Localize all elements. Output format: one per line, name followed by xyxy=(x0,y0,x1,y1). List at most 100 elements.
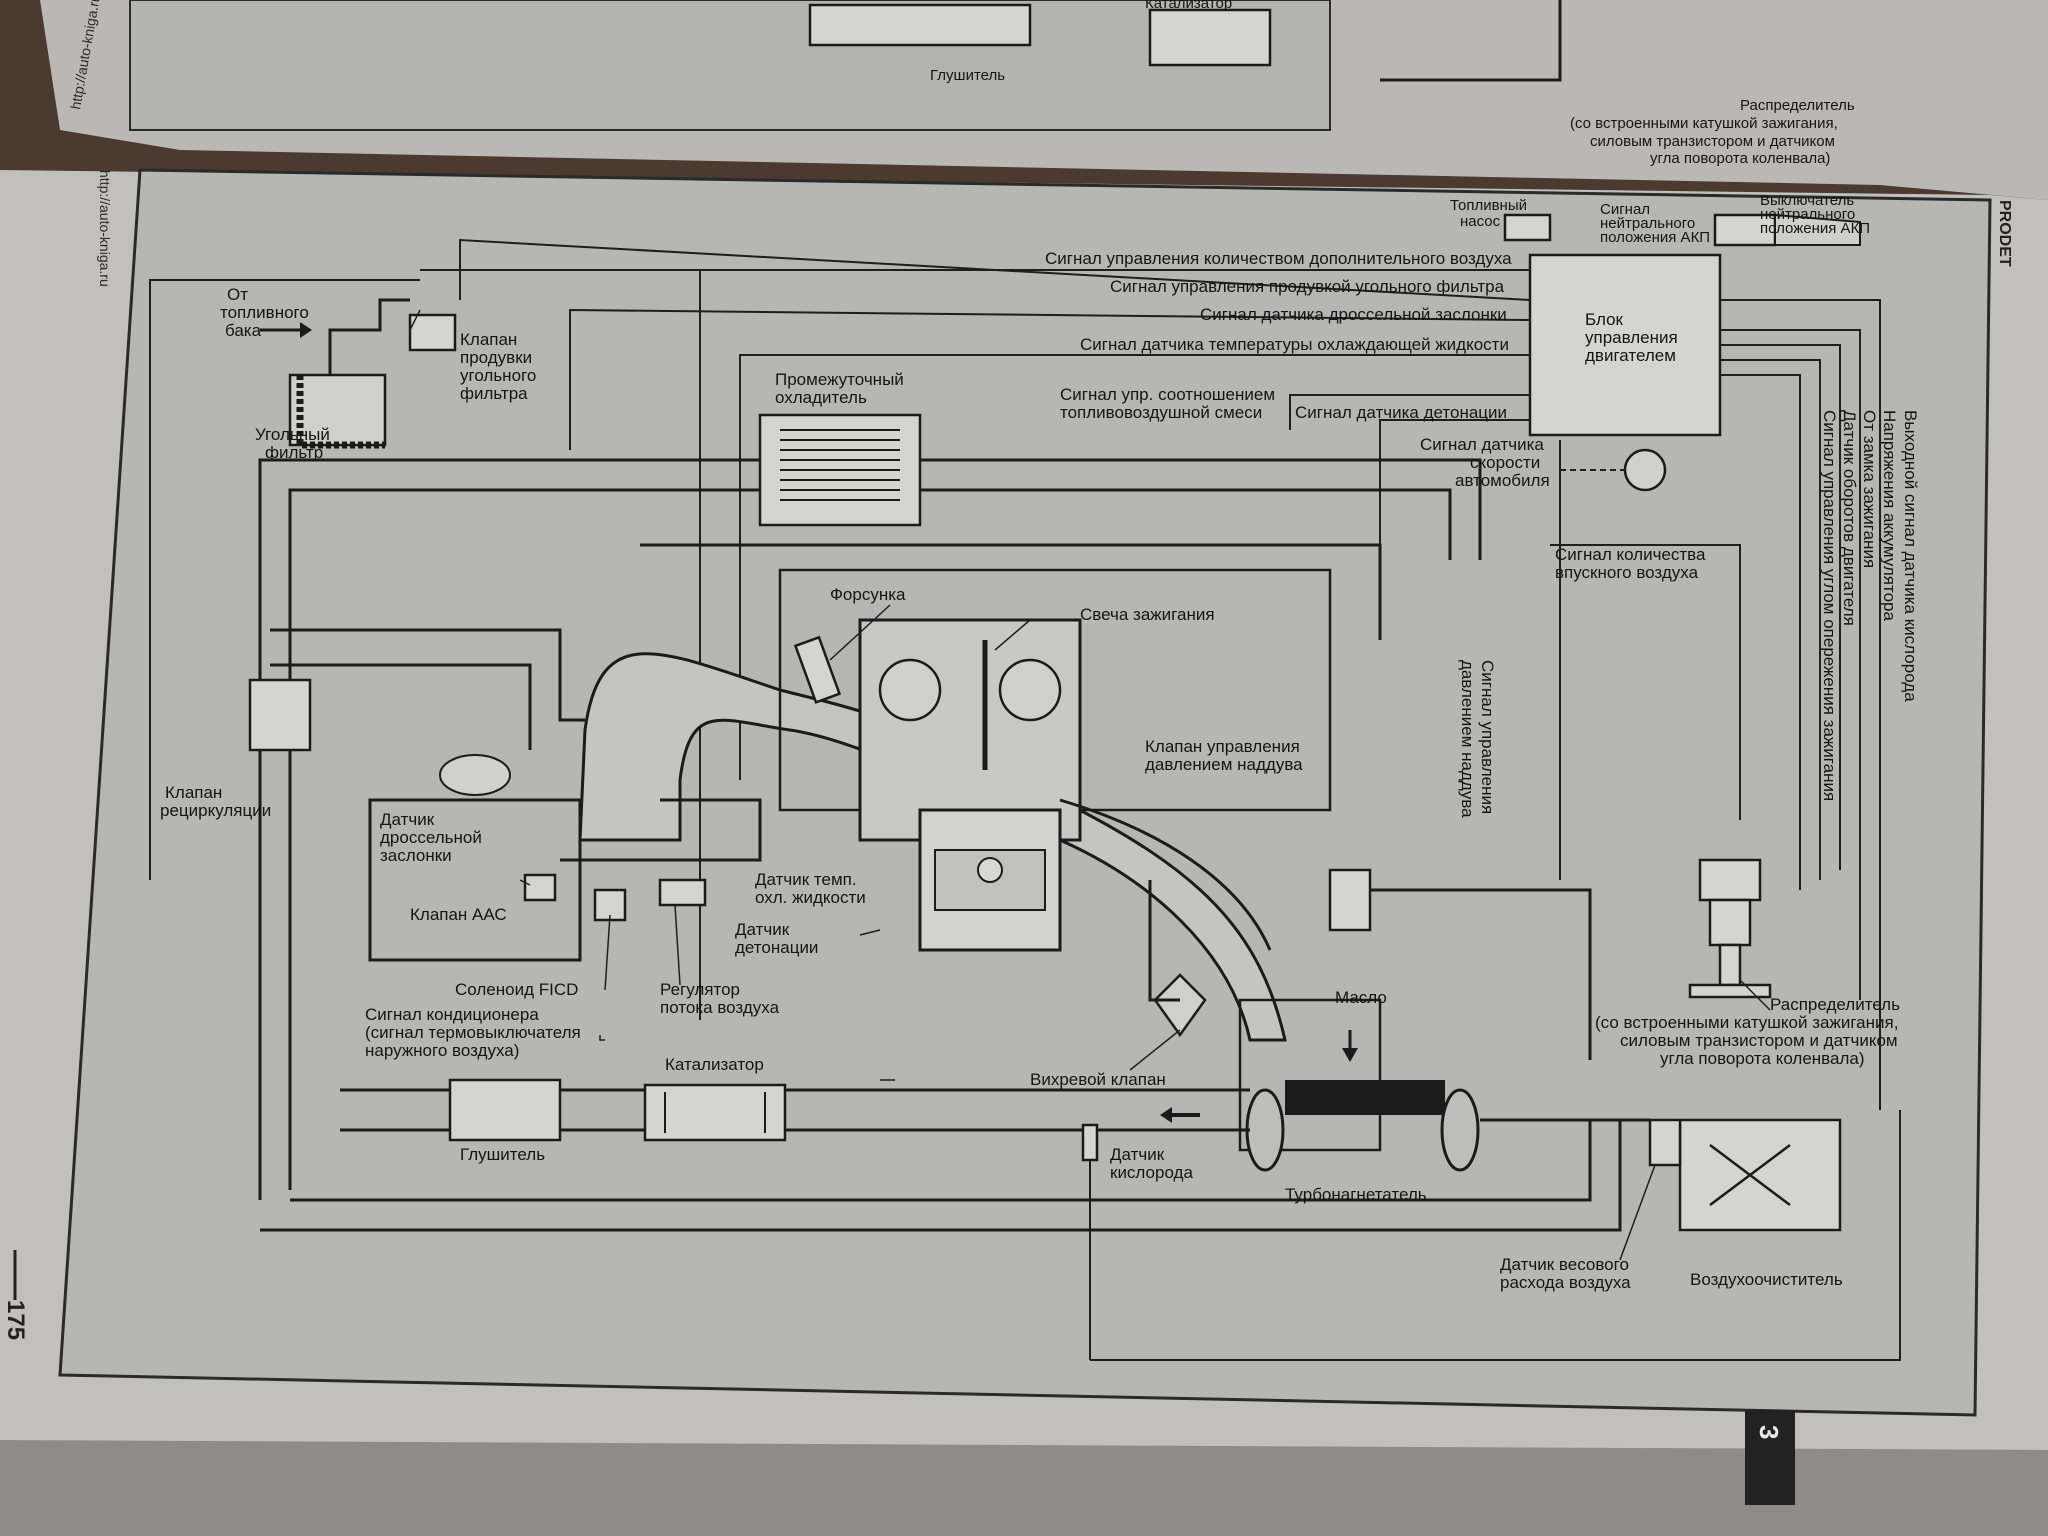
label-neutral-switch-1: Выключатель xyxy=(1760,192,1854,209)
label-boost-valve-2: давлением наддува xyxy=(1145,755,1303,774)
label-from-tank-3: бака xyxy=(225,321,262,340)
label-ecu-1: Блок xyxy=(1585,310,1624,329)
label-neutral-signal-3: положения АКП xyxy=(1600,229,1710,246)
muffler xyxy=(448,1078,562,1142)
fuel-pump xyxy=(1503,213,1552,242)
prev-distributor-note-3: угла поворота коленвала) xyxy=(1650,150,1830,167)
label-sig-aux-air: Сигнал управления количеством дополнител… xyxy=(1045,249,1512,268)
engine xyxy=(778,568,1332,952)
label-sig-mixture-2: топливовоздушной смеси xyxy=(1060,403,1262,422)
wire-rpm xyxy=(1720,359,1821,880)
label-turbo: Турбонагнетатель xyxy=(1285,1185,1427,1204)
label-oil: Масло xyxy=(1335,988,1387,1007)
swirl-pipe xyxy=(1148,880,1180,1002)
page-url: http://auto-kniga.ru xyxy=(97,170,113,287)
wire-battery xyxy=(1720,329,1861,1000)
label-sig-knock: Сигнал датчика детонации xyxy=(1295,403,1507,422)
label-sig-speed-1: Сигнал датчика xyxy=(1420,435,1544,454)
turbo-shaft xyxy=(1285,1080,1445,1115)
label-leaders xyxy=(409,309,1771,1261)
prev-page-diagram: Катализатор Глушитель Распределитель (со… xyxy=(67,0,1855,167)
diagram-labels: От топливного бака Клапан продувки уголь… xyxy=(160,192,1920,1292)
air-cleaner xyxy=(1678,1118,1842,1232)
maf-sensor xyxy=(1648,1118,1682,1167)
page-number: 175 xyxy=(2,1300,29,1340)
label-oxygen-sensor-2: кислорода xyxy=(1110,1163,1193,1182)
exhaust-line xyxy=(340,1078,1250,1142)
prev-distributor-label: Распределитель xyxy=(1740,97,1855,114)
label-oxygen-sensor-1: Датчик xyxy=(1110,1145,1165,1164)
label-maf-2: расхода воздуха xyxy=(1500,1273,1631,1292)
label-coolant-sensor-2: охл. жидкости xyxy=(755,888,866,907)
label-purge-valve-2: продувки xyxy=(460,348,532,367)
label-recirc-valve-1: Клапан xyxy=(165,783,222,802)
label-neutral-switch-2: нейтрального xyxy=(1760,206,1855,223)
label-purge-valve-3: угольного xyxy=(460,366,536,385)
label-ac-signal-3: наружного воздуха) xyxy=(365,1041,519,1060)
prev-distributor-note-1: (со встроенными катушкой зажигания, xyxy=(1570,115,1838,132)
prev-distributor-note-2: силовым транзистором и датчиком xyxy=(1590,133,1835,150)
label-aac-valve: Клапан ААС xyxy=(410,905,507,924)
ecu-signal-wires xyxy=(149,238,1901,1361)
prev-muffler-body xyxy=(808,3,1032,47)
label-air-regulator-2: потока воздуха xyxy=(660,998,780,1017)
label-swirl-valve: Вихревой клапан xyxy=(1030,1070,1166,1089)
label-distributor-note-2: силовым транзистором и датчиком xyxy=(1620,1031,1898,1050)
label-v-battery: Напряжения аккумулятора xyxy=(1880,410,1899,622)
throttle-housing xyxy=(368,798,582,962)
label-from-tank-2: топливного xyxy=(220,303,309,322)
label-knock-sensor-2: детонации xyxy=(735,938,818,957)
label-neutral-signal-2: нейтрального xyxy=(1600,215,1695,232)
label-knock-sensor-1: Датчик xyxy=(735,920,790,939)
wire-ignition-lock xyxy=(1720,344,1841,870)
intake-manifold xyxy=(578,652,1287,1042)
label-carbon-filter-2: фильтр xyxy=(265,443,323,462)
prev-catalyst-label: Катализатор xyxy=(1145,0,1232,12)
label-v-timing: Сигнал управления углом опережения зажиг… xyxy=(1820,410,1839,801)
label-ac-signal-2: (сигнал термовыключателя xyxy=(365,1023,581,1042)
turbo-compressor xyxy=(1440,1088,1480,1172)
label-ecu-3: двигателем xyxy=(1585,346,1676,365)
catalyst xyxy=(643,1083,787,1142)
distributor xyxy=(1688,858,1772,999)
wire-mixture xyxy=(1289,394,1530,430)
label-tps-1: Датчик xyxy=(380,810,435,829)
turbo-turbine xyxy=(1245,1088,1285,1172)
page-edges xyxy=(0,1440,2048,1536)
label-neutral-switch-3: положения АКП xyxy=(1760,220,1870,237)
label-sig-intake-air-2: впускного воздуха xyxy=(1555,563,1699,582)
label-maf-1: Датчик весового xyxy=(1500,1255,1629,1274)
label-sig-coolant: Сигнал датчика температуры охлаждающей ж… xyxy=(1080,335,1509,354)
aac-pipe xyxy=(560,798,762,862)
cam-exhaust xyxy=(998,658,1062,722)
label-sig-intake-air-1: Сигнал количества xyxy=(1555,545,1706,564)
label-purge-valve-4: фильтра xyxy=(460,384,528,403)
label-sig-purge: Сигнал управления продувкой угольного фи… xyxy=(1110,277,1505,296)
wire-timing xyxy=(1720,374,1801,890)
label-intercooler-2: охладитель xyxy=(775,388,867,407)
label-ficd: Соленоид FICD xyxy=(455,980,578,999)
throttle-valve xyxy=(439,754,511,796)
recirculation-valve xyxy=(248,678,312,752)
prev-catalyst-body xyxy=(1148,8,1272,67)
label-ecu-2: управления xyxy=(1585,328,1678,347)
label-tps-2: дроссельной xyxy=(380,828,482,847)
label-distributor: Распределитель xyxy=(1770,995,1900,1014)
label-tps-3: заслонки xyxy=(380,846,452,865)
label-sig-mixture-1: Сигнал упр. соотношением xyxy=(1060,385,1275,404)
wire-purge xyxy=(459,238,1531,301)
neutral-switch-unit xyxy=(1713,213,1777,247)
page-header-fragment: PRODET xyxy=(1996,200,2013,267)
exhaust-manifold xyxy=(1059,798,1272,951)
label-sig-speed-3: автомобиля xyxy=(1455,471,1550,490)
oxygen-sensor xyxy=(1081,1123,1099,1162)
label-recirc-valve-2: рециркуляции xyxy=(160,801,271,820)
label-muffler: Глушитель xyxy=(460,1145,545,1164)
label-v-oxygen: Выходной сигнал датчика кислорода xyxy=(1901,410,1920,702)
air-flow-regulator xyxy=(658,878,707,907)
boost-pipe xyxy=(1370,888,1592,1060)
label-sig-boost-1: Сигнал управления xyxy=(1478,660,1497,814)
label-intercooler-1: Промежуточный xyxy=(775,370,904,389)
wire-left-loop xyxy=(149,279,420,880)
